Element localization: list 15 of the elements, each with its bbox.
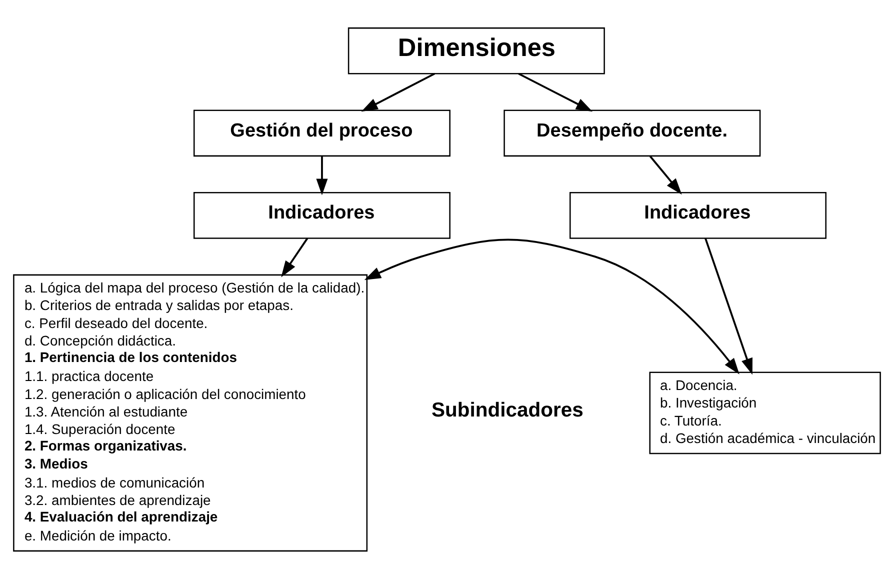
arrow <box>281 238 308 278</box>
node-box: a. Docencia. b. Investigación c. Tutoría. d. Gestión académica - vinculación <box>649 372 881 454</box>
arrow <box>361 72 436 112</box>
node-box: Desempeño docente. <box>504 110 761 157</box>
arrow <box>316 156 328 196</box>
arrow <box>518 72 593 112</box>
node-box: Indicadores <box>193 192 450 239</box>
arrow <box>704 238 752 375</box>
node-box: Indicadores <box>569 192 826 239</box>
node-box: Gestión del proceso <box>193 110 450 157</box>
node-box: a. Lógica del mapa del proceso (Gestión de la calidad). b. Criterios de entrada y salidas por etapas. c. Perfil deseado del docente. d. Concepción didáctica. 1. Pertinencia de los contenidos 1.1. practica docente 1.2. generación o aplicación del conocimiento 1.3. Atención al estudiante 1.4. Superación docente 2. Formas organizativas. 3. Medios 3.1. medios de comunicación 3.2. ambientes de aprendizaje 4. Evaluación del aprendizaje e. Medición de impacto. <box>13 274 368 552</box>
node-box: Dimensiones <box>348 27 605 74</box>
arrow <box>364 238 740 374</box>
arrow <box>649 156 682 195</box>
label: Subindicadores <box>431 399 584 422</box>
